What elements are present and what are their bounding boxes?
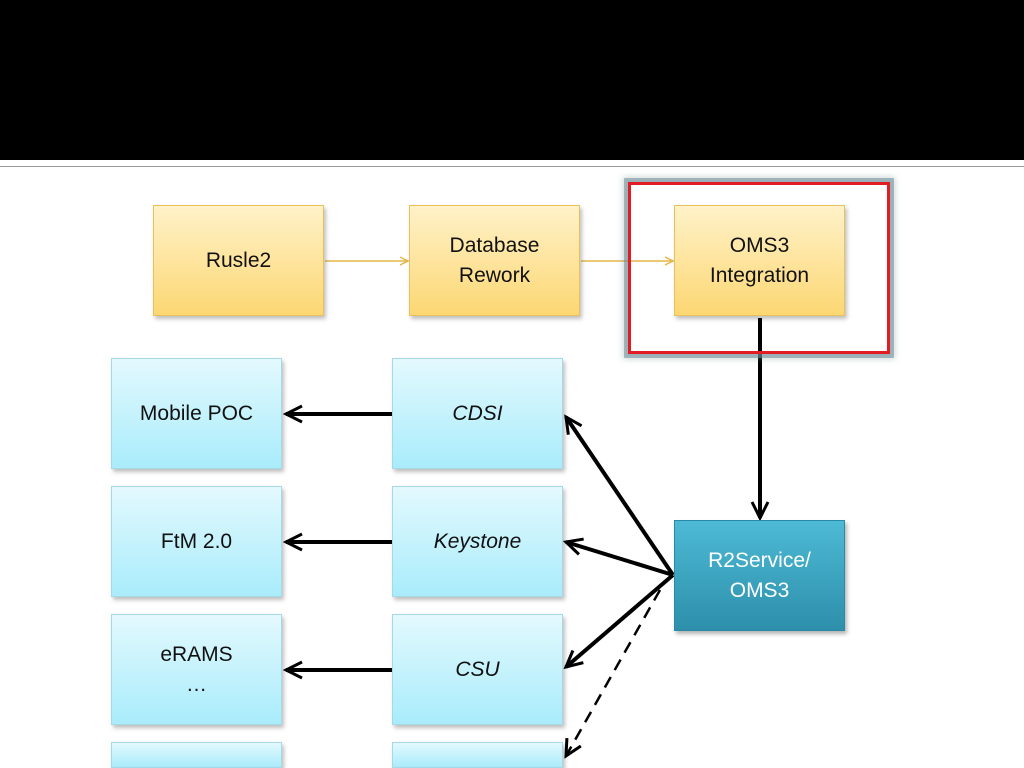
box-r2service-label: R2Service/ OMS3 xyxy=(708,549,811,602)
box-ftm-label: FtM 2.0 xyxy=(160,529,233,553)
box-mobile-poc: Mobile POC xyxy=(111,358,282,469)
box-keystone: Keystone xyxy=(392,486,563,597)
slide-title-bar xyxy=(0,0,1024,160)
box-erams-label: eRAMS … xyxy=(160,643,233,696)
title-divider xyxy=(0,160,1024,167)
box-r2service: R2Service/ OMS3 xyxy=(674,520,845,631)
box-rusle2-label: Rusle2 xyxy=(205,248,272,272)
box-provider-partial xyxy=(392,742,563,768)
arrow-r2service-to-keystone xyxy=(566,542,674,577)
box-cdsi: CDSI xyxy=(392,358,563,469)
box-oms3-integration: OMS3 Integration xyxy=(674,205,845,316)
arrow-r2service-to-cdsi xyxy=(566,417,675,577)
box-cdsi-label: CDSI xyxy=(452,401,503,425)
box-ftm: FtM 2.0 xyxy=(111,486,282,597)
arrow-r2service-to-csu xyxy=(566,573,675,667)
highlight-frame xyxy=(628,182,890,354)
box-erams: eRAMS … xyxy=(111,614,282,725)
box-database-rework-label: Database Rework xyxy=(449,234,540,287)
box-database-rework: Database Rework xyxy=(409,205,580,316)
box-rusle2: Rusle2 xyxy=(153,205,324,316)
box-mobile-poc-label: Mobile POC xyxy=(139,401,254,425)
box-keystone-label: Keystone xyxy=(433,529,522,553)
box-csu-label: CSU xyxy=(455,657,500,681)
box-oms3-integration-label: OMS3 Integration xyxy=(709,234,810,287)
dashed-arrow-r2service-to-next xyxy=(566,589,662,756)
box-app-partial xyxy=(111,742,282,768)
box-csu: CSU xyxy=(392,614,563,725)
